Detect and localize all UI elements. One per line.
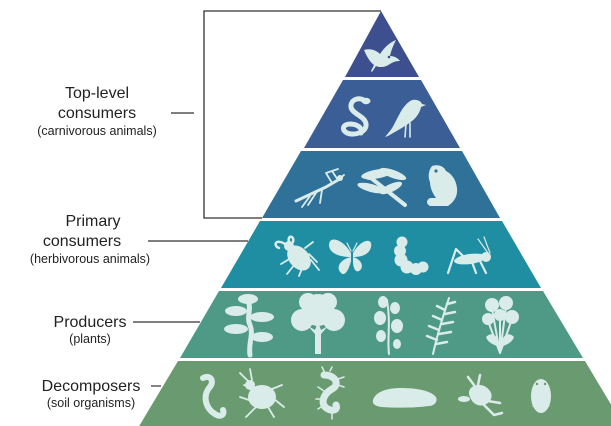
tier-herbivores <box>221 221 541 288</box>
label-primary-sub: (herbivorous animals) <box>30 252 150 266</box>
label-top-level-sub: (carnivorous animals) <box>37 124 156 138</box>
label-top-level-line2: consumers <box>58 105 136 122</box>
tier-carnivores-lower <box>304 80 460 148</box>
label-primary-line1: Primary <box>65 213 120 230</box>
label-decomposers-sub: (soil organisms) <box>47 396 135 410</box>
label-producers-sub: (plants) <box>69 332 111 346</box>
woodlouse-icon <box>531 379 551 413</box>
tier-top <box>345 11 419 77</box>
label-primary-line2: consumers <box>43 233 121 250</box>
label-top-level-line1: Top-level <box>65 85 129 102</box>
label-producers-main: Producers <box>54 314 127 331</box>
label-decomposers-main: Decomposers <box>42 378 141 395</box>
